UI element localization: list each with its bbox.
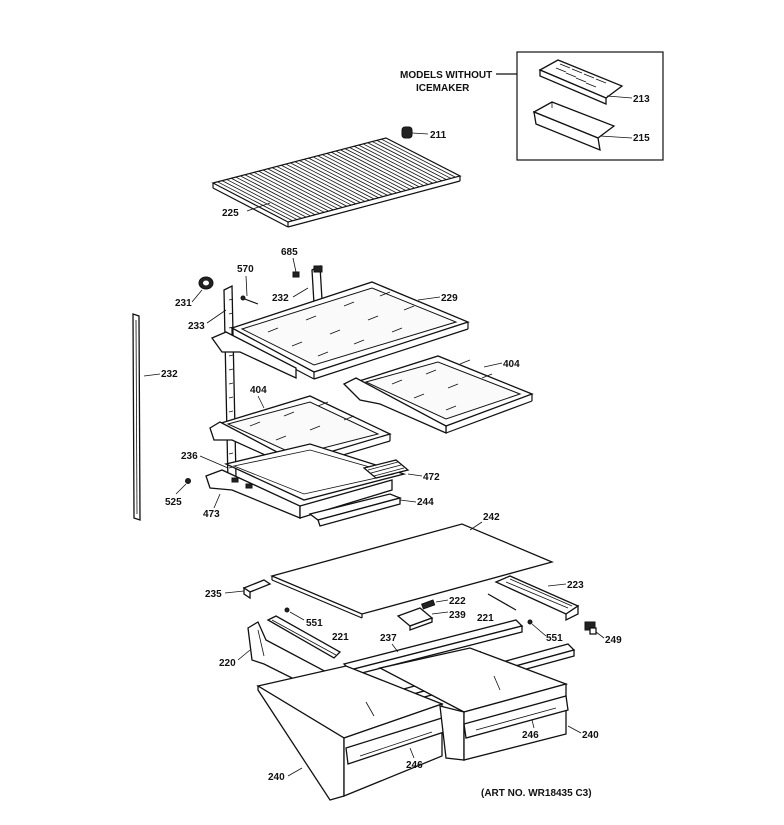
- callout-233: 233: [188, 321, 205, 332]
- clip-222-part: [421, 599, 436, 610]
- callout-225: 225: [222, 208, 239, 219]
- screw-570-icon: [240, 295, 259, 305]
- callout-221b: 221: [477, 613, 494, 624]
- art-number: (ART NO. WR18435 C3): [481, 788, 592, 799]
- callout-551b: 551: [546, 633, 563, 644]
- callout-551a: 551: [306, 618, 323, 629]
- crisper-drawer-left-part: [256, 665, 445, 801]
- callout-525: 525: [165, 497, 182, 508]
- screw-551-left-icon: [284, 607, 290, 613]
- shelf-ladder-left-part: [223, 284, 237, 484]
- screw-551-right-icon: [527, 619, 533, 625]
- callout-213: 213: [633, 94, 650, 105]
- callout-223: 223: [567, 580, 584, 591]
- callout-473: 473: [203, 509, 220, 520]
- glass-shelf-229-part: [230, 281, 470, 380]
- callout-236: 236: [181, 451, 198, 462]
- clip-239-part: [396, 607, 434, 631]
- callout-211: 211: [430, 130, 447, 141]
- support-223-part: [494, 575, 580, 622]
- clip-249-part: [584, 621, 597, 635]
- support-235-part: [242, 579, 272, 600]
- callout-240b: 240: [582, 730, 599, 741]
- callout-231: 231: [175, 298, 192, 309]
- callout-240a: 240: [268, 772, 285, 783]
- ice-bin-part: [532, 101, 616, 152]
- rail-221-right-part: [487, 593, 517, 611]
- callout-242: 242: [483, 512, 500, 523]
- crisper-cover-glass-part: [270, 523, 554, 619]
- callout-232a: 232: [272, 293, 289, 304]
- callout-685: 685: [281, 247, 298, 258]
- callout-220: 220: [219, 658, 236, 669]
- screw-525-icon: [185, 478, 191, 484]
- slide-shelf-part: [205, 443, 410, 527]
- callout-246a: 246: [522, 730, 539, 741]
- callout-404b: 404: [250, 385, 267, 396]
- ice-tray-part: [538, 59, 624, 105]
- callout-244: 244: [417, 497, 434, 508]
- callout-229: 229: [441, 293, 458, 304]
- crisper-drawer-right-part: [378, 647, 569, 761]
- callout-249: 249: [605, 635, 622, 646]
- callout-237: 237: [380, 633, 397, 644]
- callout-222: 222: [449, 596, 466, 607]
- callout-215: 215: [633, 133, 650, 144]
- screw-685-icon: [292, 271, 300, 278]
- inset-box: MODELS WITHOUT ICEMAKER 213: [400, 51, 664, 161]
- callout-239: 239: [449, 610, 466, 621]
- inset-title-line1: MODELS WITHOUT: [400, 70, 492, 81]
- callout-246b: 246: [406, 760, 423, 771]
- callout-472: 472: [423, 472, 440, 483]
- callout-570: 570: [237, 264, 254, 275]
- inset-title-line2: ICEMAKER: [416, 83, 470, 94]
- wire-shelf-part: [211, 137, 462, 228]
- vertical-rail-232-part: [132, 313, 141, 521]
- callout-232b: 232: [161, 369, 178, 380]
- callout-404a: 404: [503, 359, 520, 370]
- glass-shelf-404-right-part: [342, 355, 534, 434]
- callout-235: 235: [205, 589, 222, 600]
- knob-211-part: 211: [401, 126, 447, 141]
- grommet-231-icon: [198, 276, 214, 290]
- rail-221-left-part: [266, 615, 342, 659]
- bracket-229-part: [211, 331, 297, 380]
- callout-221a: 221: [332, 632, 349, 643]
